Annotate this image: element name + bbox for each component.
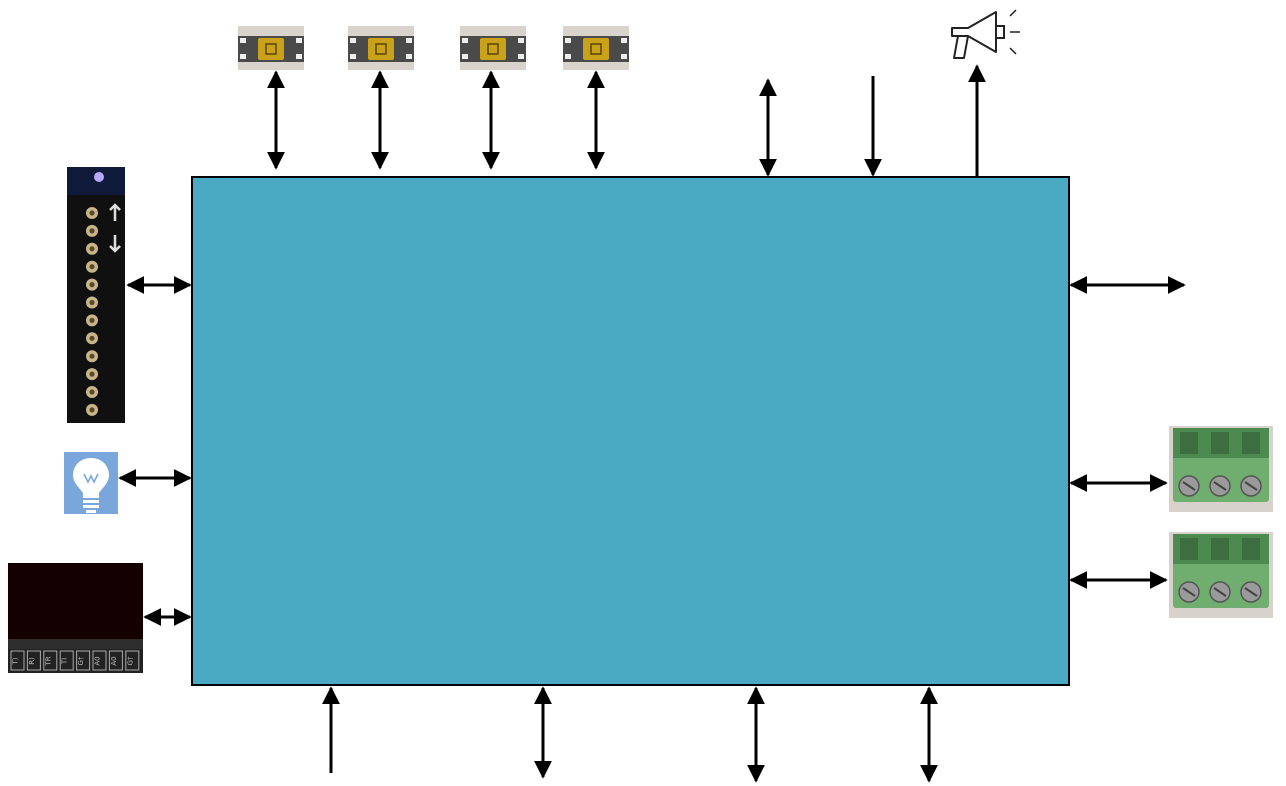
- serial-pin-label: TR: [44, 656, 52, 666]
- tactile-button-3: [460, 26, 526, 70]
- tactile-button-2: [348, 26, 414, 70]
- screw-terminal-2: [1169, 532, 1273, 618]
- pin-header-photo: [67, 167, 125, 423]
- tactile-button-4: [563, 26, 629, 70]
- lightbulb-icon: [64, 452, 118, 514]
- serial-pin-label: A0: [110, 656, 118, 665]
- serial-pin-label: T): [12, 657, 20, 665]
- serial-header-photo: T) R) TR TI G† A0 A0 G†: [8, 563, 143, 673]
- serial-pin-label: A0: [94, 656, 102, 665]
- screw-terminal-1: [1169, 426, 1273, 512]
- megaphone-icon: [946, 6, 1022, 64]
- serial-pin-label: G†: [126, 656, 134, 665]
- central-block: [191, 176, 1070, 686]
- serial-pin-label: G†: [77, 656, 85, 665]
- serial-pin-label: TI: [61, 658, 69, 665]
- tactile-button-1: [238, 26, 304, 70]
- serial-pin-label: R): [28, 657, 36, 665]
